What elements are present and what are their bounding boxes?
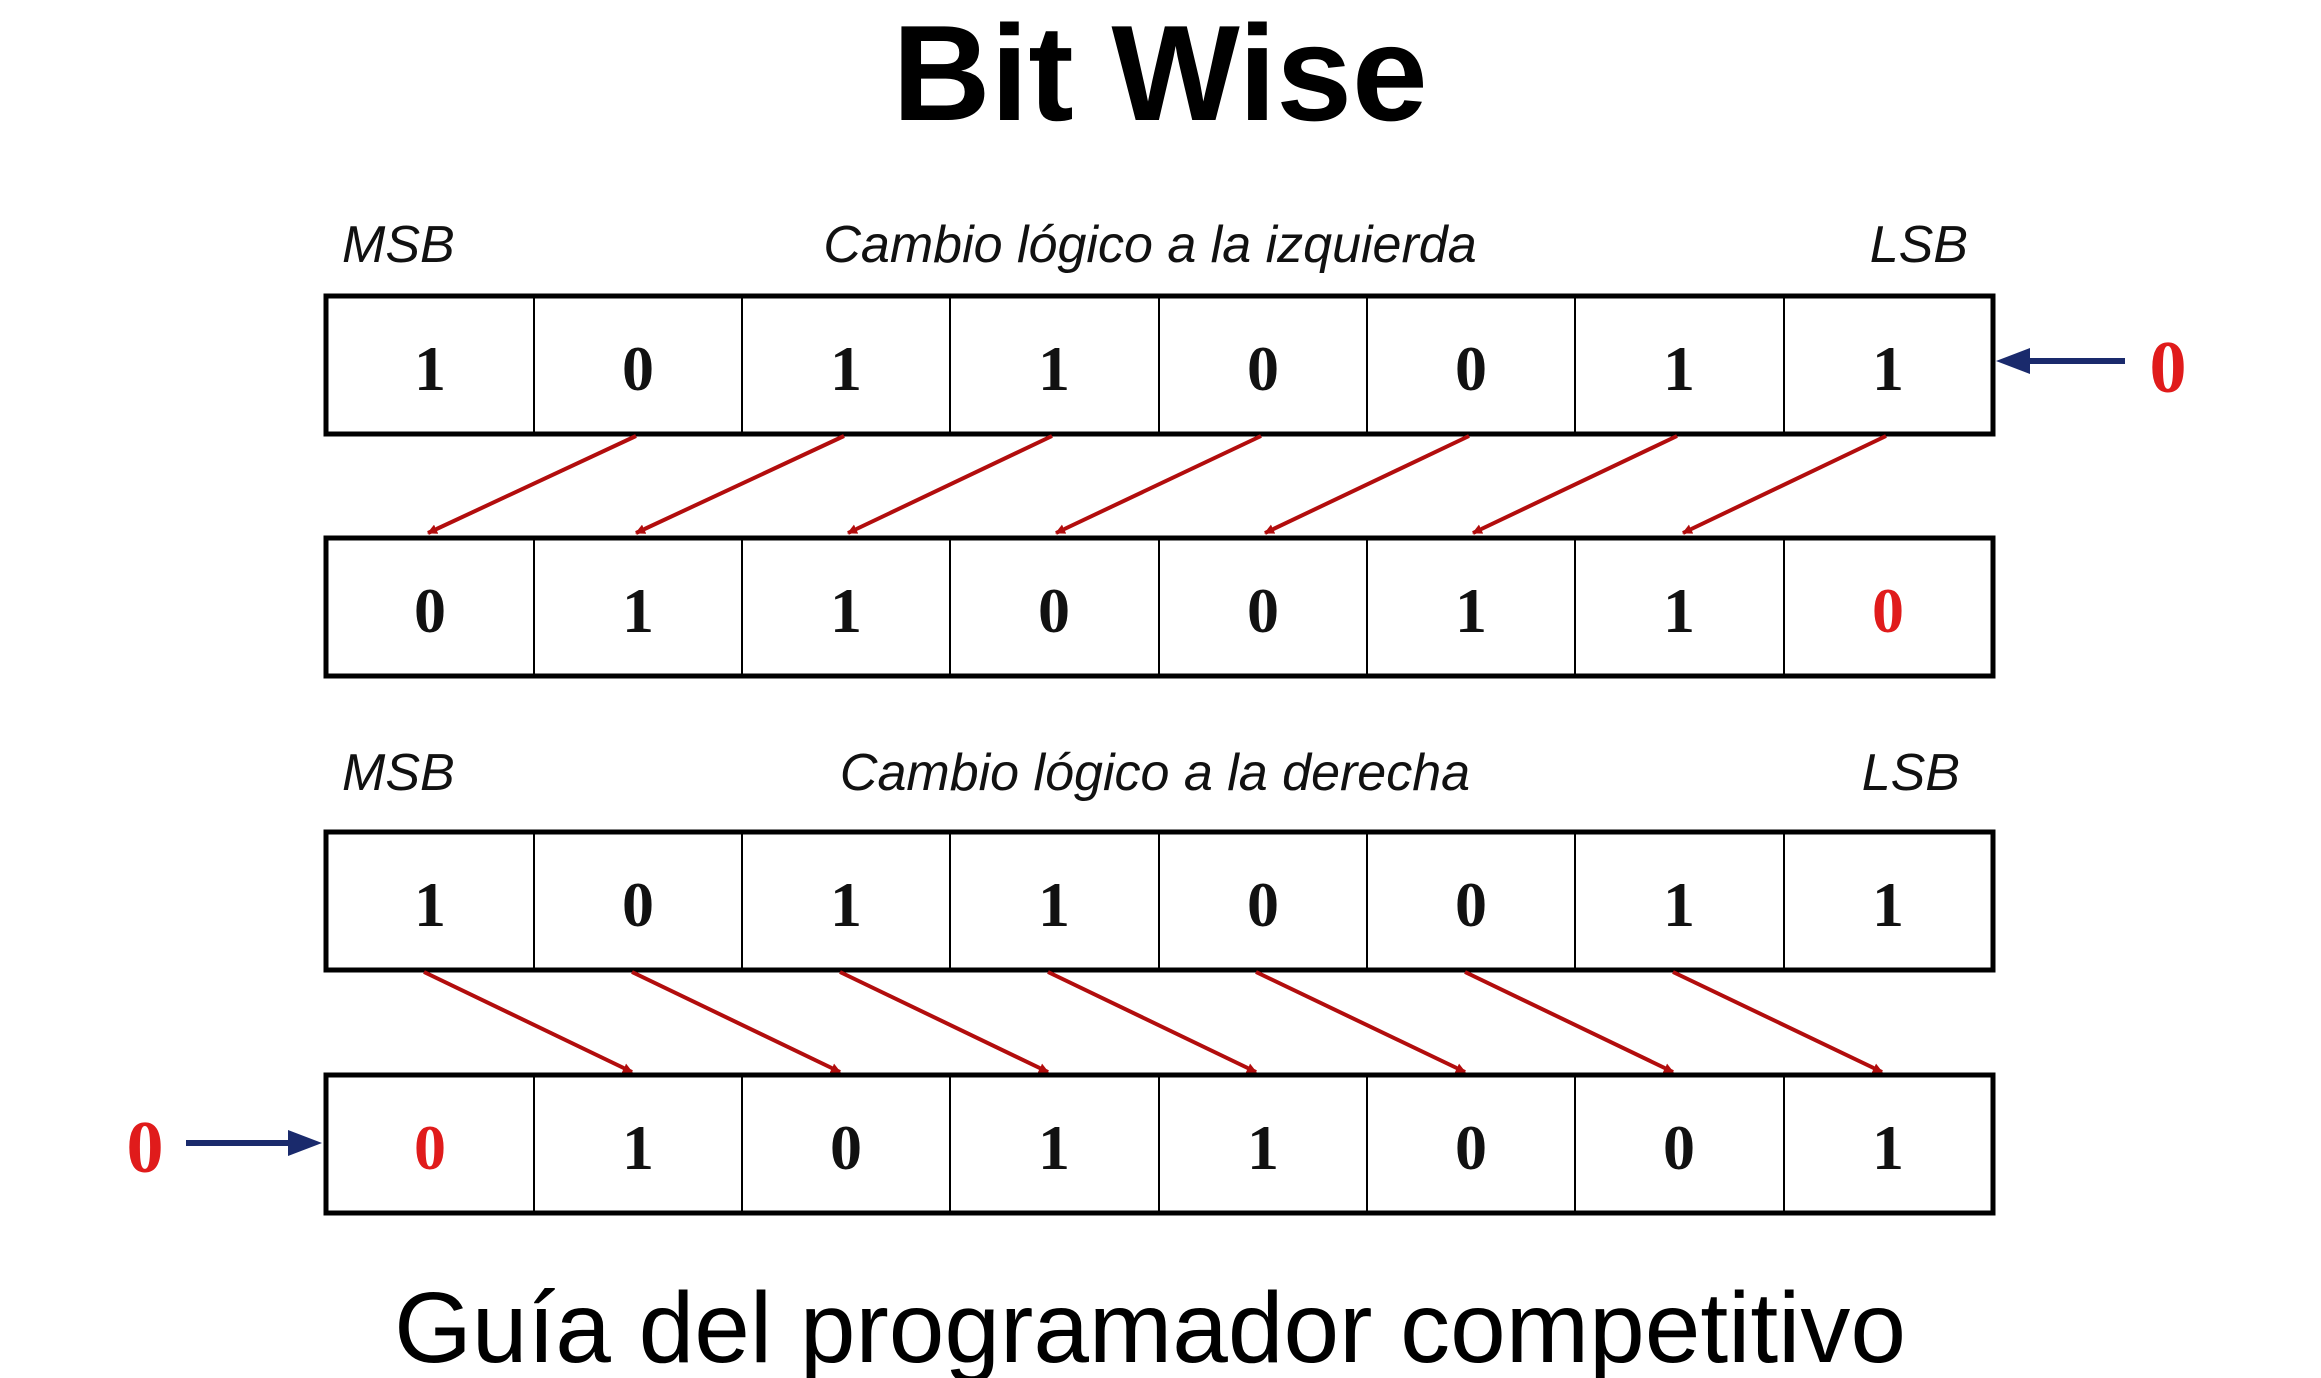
shift-arrow <box>1472 434 1678 535</box>
input-register: 1 0 1 1 0 0 1 1 <box>323 293 1996 437</box>
bit-cell: 1 <box>1038 869 1070 940</box>
input-register: 1 0 1 1 0 0 1 1 <box>323 829 1996 973</box>
page-title: Bit Wise <box>892 0 1427 149</box>
bit-cell-inserted: 0 <box>1872 575 1904 646</box>
shift-arrow <box>1682 434 1887 535</box>
shift-arrow <box>1255 970 1466 1074</box>
shift-arrow <box>1672 970 1883 1074</box>
shift-arrow <box>635 434 845 535</box>
output-register: 0 1 0 1 1 0 0 1 <box>323 1072 1996 1216</box>
bit-cell: 1 <box>1247 1112 1279 1183</box>
input-arrow: 0 <box>1996 327 2187 409</box>
bit-cell: 0 <box>414 575 446 646</box>
input-arrow-head <box>1996 348 2030 374</box>
shift-arrows <box>427 434 1887 535</box>
bit-cell: 0 <box>1247 575 1279 646</box>
lsb-label: LSB <box>1862 744 1960 802</box>
operation-label: Cambio lógico a la derecha <box>840 744 1470 802</box>
bit-cell: 0 <box>1455 333 1487 404</box>
bit-cell-inserted: 0 <box>414 1112 446 1183</box>
page-subtitle: Guía del programador competitivo <box>394 1272 1906 1378</box>
bit-cell: 0 <box>622 333 654 404</box>
operation-label: Cambio lógico a la izquierda <box>823 216 1476 274</box>
bit-cell: 1 <box>1038 1112 1070 1183</box>
bit-cell: 1 <box>622 575 654 646</box>
shift-arrow <box>1055 434 1262 535</box>
bit-cell: 0 <box>830 1112 862 1183</box>
shift-arrow <box>839 970 1049 1074</box>
left-shift-section: MSB Cambio lógico a la izquierda LSB 1 0… <box>323 216 2187 679</box>
shift-arrow <box>1047 970 1257 1074</box>
bit-cell: 1 <box>830 869 862 940</box>
bit-cell: 1 <box>830 575 862 646</box>
shift-arrows <box>423 970 1883 1074</box>
bit-cell: 1 <box>1663 333 1695 404</box>
bit-cell: 0 <box>622 869 654 940</box>
bit-cell: 1 <box>622 1112 654 1183</box>
bit-cell: 1 <box>1038 333 1070 404</box>
bit-cell: 1 <box>1663 869 1695 940</box>
bit-cell: 0 <box>1247 869 1279 940</box>
bit-cell: 1 <box>414 869 446 940</box>
lsb-label: LSB <box>1870 216 1968 274</box>
input-arrow: 0 <box>127 1107 322 1189</box>
shift-arrow <box>427 434 637 535</box>
msb-label: MSB <box>342 744 455 802</box>
bit-cell: 0 <box>1038 575 1070 646</box>
bit-cell: 0 <box>1663 1112 1695 1183</box>
bit-cell: 0 <box>1455 1112 1487 1183</box>
shift-arrow <box>423 970 633 1074</box>
shift-arrow <box>631 970 841 1074</box>
bit-cell: 0 <box>1247 333 1279 404</box>
bit-cell: 1 <box>414 333 446 404</box>
bit-cell: 1 <box>1872 1112 1904 1183</box>
inserted-bit: 0 <box>2150 327 2187 409</box>
shift-arrow <box>1464 970 1674 1074</box>
bit-cell: 1 <box>1872 869 1904 940</box>
output-register: 0 1 1 0 0 1 1 0 <box>323 535 1996 679</box>
bit-cell: 1 <box>1455 575 1487 646</box>
right-shift-section: MSB Cambio lógico a la derecha LSB 1 0 1… <box>127 744 1996 1216</box>
shift-arrow <box>847 434 1053 535</box>
bit-cell: 1 <box>1663 575 1695 646</box>
inserted-bit: 0 <box>127 1107 164 1189</box>
bit-cell: 0 <box>1455 869 1487 940</box>
bit-cell: 1 <box>830 333 862 404</box>
input-arrow-head <box>288 1130 322 1156</box>
shift-arrow <box>1264 434 1470 535</box>
bit-cell: 1 <box>1872 333 1904 404</box>
msb-label: MSB <box>342 216 455 274</box>
